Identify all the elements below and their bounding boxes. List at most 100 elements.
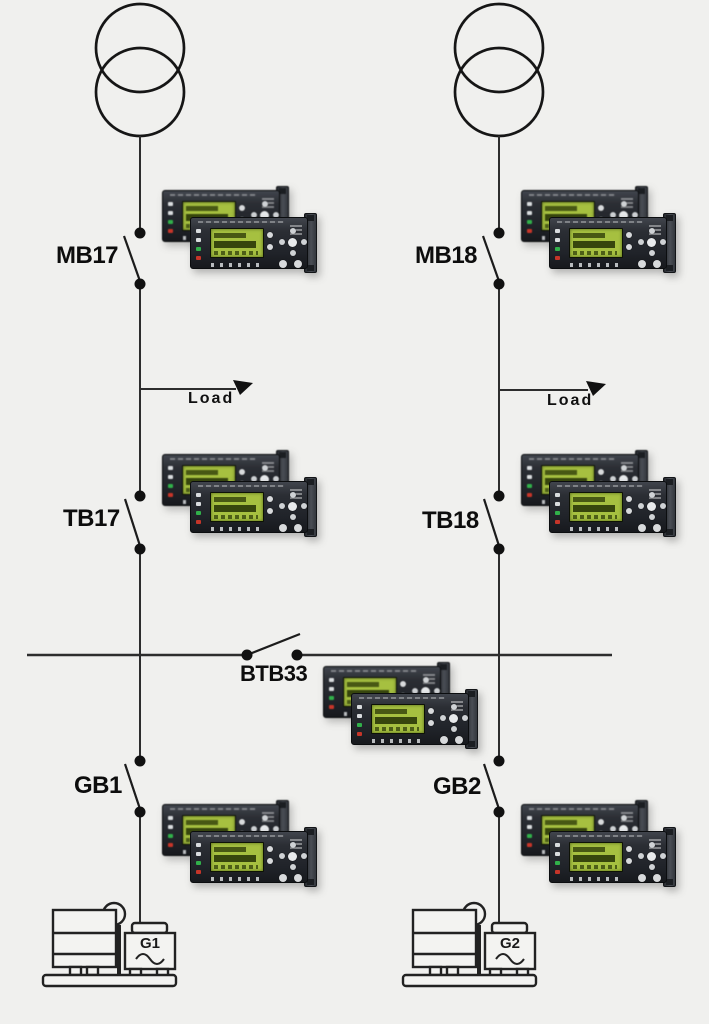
mode-button bbox=[294, 874, 302, 882]
function-button-row bbox=[211, 877, 259, 881]
status-led-column bbox=[527, 202, 533, 238]
terminal-markings bbox=[649, 225, 661, 237]
mode-button bbox=[294, 524, 302, 532]
faceplate-topbar bbox=[529, 194, 615, 196]
navigation-dpad bbox=[636, 226, 666, 258]
mode-button bbox=[653, 260, 661, 268]
controller-faceplate bbox=[549, 831, 667, 883]
controller-faceplate bbox=[190, 831, 308, 883]
mode-button bbox=[638, 524, 646, 532]
terminal-markings bbox=[290, 489, 302, 501]
mode-button bbox=[279, 524, 287, 532]
controller-pair-gb1 bbox=[162, 800, 318, 888]
mode-button bbox=[279, 260, 287, 268]
genset-controller-unit bbox=[190, 213, 317, 273]
navigation-dpad bbox=[636, 490, 666, 522]
faceplate-topbar bbox=[198, 485, 284, 487]
faceplate-topbar bbox=[170, 194, 256, 196]
breaker-label-gb1: GB1 bbox=[74, 772, 122, 799]
status-led-column bbox=[168, 202, 174, 238]
navigation-dpad bbox=[277, 226, 307, 258]
function-button-row bbox=[570, 263, 618, 267]
controller-pair-tb17 bbox=[162, 450, 318, 538]
genset-controller-unit bbox=[549, 213, 676, 273]
terminal-markings bbox=[262, 812, 274, 824]
genset-controller-unit bbox=[549, 477, 676, 537]
lcd-screen bbox=[210, 492, 264, 522]
menu-button bbox=[626, 846, 632, 852]
terminal-markings bbox=[621, 812, 633, 824]
menu-button bbox=[267, 244, 273, 250]
menu-button bbox=[598, 819, 604, 825]
menu-button bbox=[267, 858, 273, 864]
mode-button bbox=[455, 736, 463, 744]
breaker-btb33 bbox=[241, 632, 303, 661]
feeder-lines bbox=[139, 136, 588, 923]
load-label-left: Load bbox=[188, 390, 235, 407]
controller-pair-mb18 bbox=[521, 186, 677, 274]
status-led-column bbox=[527, 816, 533, 852]
status-led-column bbox=[168, 466, 174, 502]
function-button-row bbox=[211, 527, 259, 531]
controller-pair-btb33 bbox=[323, 662, 479, 750]
faceplate-topbar bbox=[198, 835, 284, 837]
mode-button bbox=[294, 260, 302, 268]
controller-pair-gb2 bbox=[521, 800, 677, 888]
mode-button bbox=[638, 260, 646, 268]
load-label-right: Load bbox=[547, 392, 594, 409]
status-led-column bbox=[555, 229, 561, 265]
lcd-screen bbox=[569, 492, 623, 522]
terminal-markings bbox=[649, 839, 661, 851]
breaker-mb18 bbox=[481, 227, 505, 290]
transformer-icon-left bbox=[94, 2, 186, 138]
status-led-column bbox=[555, 843, 561, 879]
function-button-row bbox=[372, 739, 420, 743]
faceplate-topbar bbox=[529, 808, 615, 810]
menu-button bbox=[267, 496, 273, 502]
genset-icon-g2 bbox=[401, 901, 538, 988]
faceplate-topbar bbox=[557, 485, 643, 487]
transformer-icon-right bbox=[453, 2, 545, 138]
menu-button bbox=[239, 819, 245, 825]
lcd-screen bbox=[569, 228, 623, 258]
menu-button bbox=[267, 232, 273, 238]
faceplate-topbar bbox=[557, 835, 643, 837]
breaker-gb2 bbox=[482, 755, 505, 818]
controller-pair-mb17 bbox=[162, 186, 318, 274]
controller-faceplate bbox=[351, 693, 469, 745]
terminal-markings bbox=[423, 674, 435, 686]
menu-button bbox=[239, 205, 245, 211]
mode-button bbox=[279, 874, 287, 882]
faceplate-topbar bbox=[331, 670, 417, 672]
lcd-screen bbox=[210, 228, 264, 258]
terminal-markings bbox=[262, 198, 274, 210]
faceplate-topbar bbox=[557, 221, 643, 223]
terminal-markings bbox=[262, 462, 274, 474]
status-led-column bbox=[329, 678, 335, 714]
genset-controller-unit bbox=[351, 689, 478, 749]
breaker-label-tb18: TB18 bbox=[422, 507, 479, 534]
genset-icon-g1 bbox=[41, 901, 178, 988]
controller-faceplate bbox=[190, 217, 308, 269]
breaker-label-mb18: MB18 bbox=[415, 242, 478, 269]
faceplate-topbar bbox=[529, 458, 615, 460]
breaker-mb17 bbox=[122, 227, 146, 290]
controller-faceplate bbox=[190, 481, 308, 533]
menu-button bbox=[626, 508, 632, 514]
genset-controller-unit bbox=[190, 827, 317, 887]
lcd-screen bbox=[569, 842, 623, 872]
terminal-markings bbox=[649, 489, 661, 501]
status-led-column bbox=[168, 816, 174, 852]
load-arrow-icon-right bbox=[586, 381, 606, 396]
faceplate-topbar bbox=[359, 697, 445, 699]
terminal-markings bbox=[621, 462, 633, 474]
breaker-tb17 bbox=[123, 490, 146, 555]
breaker-tb18 bbox=[482, 490, 505, 555]
terminal-markings bbox=[290, 225, 302, 237]
menu-button bbox=[598, 469, 604, 475]
menu-button bbox=[428, 708, 434, 714]
breaker-label-btb33: BTB33 bbox=[240, 661, 308, 686]
breaker-label-tb17: TB17 bbox=[63, 505, 120, 532]
load-arrow-icon-left bbox=[233, 380, 253, 395]
